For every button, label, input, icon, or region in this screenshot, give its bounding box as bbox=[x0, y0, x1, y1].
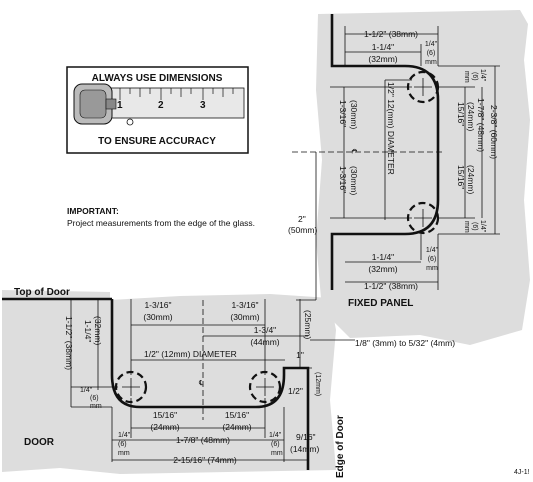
part-number: 4J-1! bbox=[514, 469, 530, 476]
door-right-1in-1: 1" bbox=[296, 350, 304, 360]
door-bot-small-l-1: 1/4" bbox=[118, 432, 131, 439]
fixed-panel-bot-small-2: (6) bbox=[428, 256, 437, 263]
fixed-panel-right-1516-lower-2: (24mm) bbox=[466, 165, 476, 194]
fixed-panel-right-small-bot-1: 1/4" bbox=[479, 220, 486, 233]
door-bot-small-r-2: (6) bbox=[271, 441, 280, 448]
door-left-114-2: (32mm) bbox=[93, 316, 103, 345]
fixed-panel-right-small-top-1: 1/4" bbox=[479, 69, 486, 82]
door-bot-small-r-3: mm bbox=[271, 450, 283, 457]
door-bot-916-1: 9/16" bbox=[296, 432, 316, 442]
door-right-12-2: (12mm) bbox=[314, 372, 321, 396]
door-left-small-2: (6) bbox=[90, 395, 99, 402]
fixed-panel-right-1516-lower-1: 15/16" bbox=[456, 165, 466, 189]
door-bot-916-2: (14mm) bbox=[290, 444, 319, 454]
fixed-panel-right-small-top-2: (6) bbox=[471, 72, 478, 81]
offset-value-2: (50mm) bbox=[288, 225, 317, 235]
door-top-b-1: 1-3/16" bbox=[231, 300, 258, 310]
fixed-panel-bot-inner-2: (32mm) bbox=[368, 264, 397, 274]
door-bot-b-2: (24mm) bbox=[222, 422, 251, 432]
door-top-a-2: (30mm) bbox=[143, 312, 172, 322]
door-top-a-1: 1-3/16" bbox=[144, 300, 171, 310]
fixed-panel-left-lower-2: (30mm) bbox=[349, 166, 359, 195]
edge-of-door-label: Edge of Door bbox=[335, 415, 346, 478]
offset-value-1: 2" bbox=[298, 214, 306, 224]
door-top-c-1: 1-3/4" bbox=[254, 325, 276, 335]
banner-top-text: ALWAYS USE DIMENSIONS bbox=[92, 73, 223, 84]
door-bot-b-1: 15/16" bbox=[225, 410, 249, 420]
fixed-panel-right-small-bot-2: (6) bbox=[471, 222, 478, 231]
tape-number-3: 3 bbox=[200, 100, 206, 111]
door-diameter: 1/2" (12mm) DIAMETER bbox=[144, 349, 237, 359]
tape-ticks bbox=[119, 88, 234, 100]
fixed-panel-right-1516-upper-2: (24mm) bbox=[466, 102, 476, 131]
door-centerline-label: ℄ bbox=[198, 380, 204, 387]
door-bot-2-15-16: 2-15/16" (74mm) bbox=[173, 455, 237, 465]
tape-measure-body-icon bbox=[73, 83, 134, 126]
important-heading: IMPORTANT: bbox=[67, 206, 119, 216]
door-right-12-1: 1/2" bbox=[288, 386, 303, 396]
door-bot-small-l-3: mm bbox=[118, 450, 130, 457]
door-right-1in-2: (25mm) bbox=[303, 310, 313, 339]
fixed-panel-right-178: 1-7/8" (48mm) bbox=[476, 98, 486, 152]
fixed-panel-left-lower-1: 1-3/16" bbox=[338, 166, 348, 193]
door-top-b-2: (30mm) bbox=[230, 312, 259, 322]
door-left-114-1: 1-1/4" bbox=[83, 320, 93, 342]
fixed-panel-right-238: 2-3/8" (60mm) bbox=[489, 105, 499, 159]
fixed-panel-diameter: 1/2" 12(mm) DIAMETER bbox=[386, 82, 396, 175]
fixed-panel-group: ℄ 1-1/2" (38mm) 1-1/4" (32mm) 1/4" (6) m… bbox=[292, 14, 500, 348]
fixed-panel-bot-small-1: 1/4" bbox=[426, 247, 439, 254]
fixed-panel-gap-label: 1/8" (3mm) to 5/32" (4mm) bbox=[355, 338, 455, 348]
door-label: DOOR bbox=[24, 437, 55, 448]
fixed-panel-bot-small-3: mm bbox=[426, 265, 438, 272]
fixed-panel-bot-inner-1: 1-1/4" bbox=[372, 252, 394, 262]
fixed-panel-top-inner-2: (32mm) bbox=[368, 54, 397, 64]
door-hinge-outline bbox=[110, 299, 310, 470]
fixed-panel-label: FIXED PANEL bbox=[348, 298, 413, 309]
door-bot-small-r-1: 1/4" bbox=[269, 432, 282, 439]
fixed-panel-right-small-bot-3: mm bbox=[463, 221, 470, 233]
tape-measure-banner: ALWAYS USE DIMENSIONS 1 2 3 TO ENSURE AC… bbox=[66, 66, 249, 154]
door-bot-small-l-2: (6) bbox=[118, 441, 127, 448]
door-left-small-3: mm bbox=[90, 403, 102, 410]
fixed-panel-right-small-top-3: mm bbox=[463, 71, 470, 83]
tape-blade bbox=[107, 87, 245, 119]
door-bot-a-2: (24mm) bbox=[150, 422, 179, 432]
fixed-panel-top-outer: 1-1/2" (38mm) bbox=[364, 29, 418, 39]
door-bot-a-1: 15/16" bbox=[153, 410, 177, 420]
fixed-panel-centerline-label: ℄ bbox=[350, 148, 357, 154]
fixed-panel-right-1516-upper-1: 15/16" bbox=[456, 102, 466, 126]
door-left-small-1: 1/4" bbox=[80, 387, 93, 394]
door-bot-178: 1-7/8" (48mm) bbox=[176, 435, 230, 445]
important-text: Project measurements from the edge of th… bbox=[67, 218, 255, 228]
fixed-panel-left-upper-1: 1-3/16" bbox=[338, 100, 348, 127]
door-top-c-2: (44mm) bbox=[250, 337, 279, 347]
fixed-panel-left-upper-2: (30mm) bbox=[349, 100, 359, 129]
banner-bottom-text: TO ENSURE ACCURACY bbox=[98, 136, 216, 147]
tape-number-2: 2 bbox=[158, 100, 164, 111]
fixed-panel-hinge-outline bbox=[330, 14, 440, 290]
fixed-panel-background bbox=[316, 10, 530, 345]
fixed-panel-bot-outer: 1-1/2" (38mm) bbox=[364, 281, 418, 291]
top-of-door-label: Top of Door bbox=[14, 287, 70, 298]
fixed-panel-top-small-2: (6) bbox=[427, 50, 436, 57]
tape-number-1: 1 bbox=[117, 100, 123, 111]
door-group: Top of Door ℄ 1-1/2" (38mm) 1-1/4" (32mm… bbox=[2, 287, 346, 478]
fixed-panel-top-inner-1: 1-1/4" bbox=[372, 42, 394, 52]
fixed-panel-top-small-1: 1/4" bbox=[425, 41, 438, 48]
fixed-panel-top-small-3: mm bbox=[425, 59, 437, 66]
door-left-112: 1-1/2" (38mm) bbox=[64, 316, 74, 370]
